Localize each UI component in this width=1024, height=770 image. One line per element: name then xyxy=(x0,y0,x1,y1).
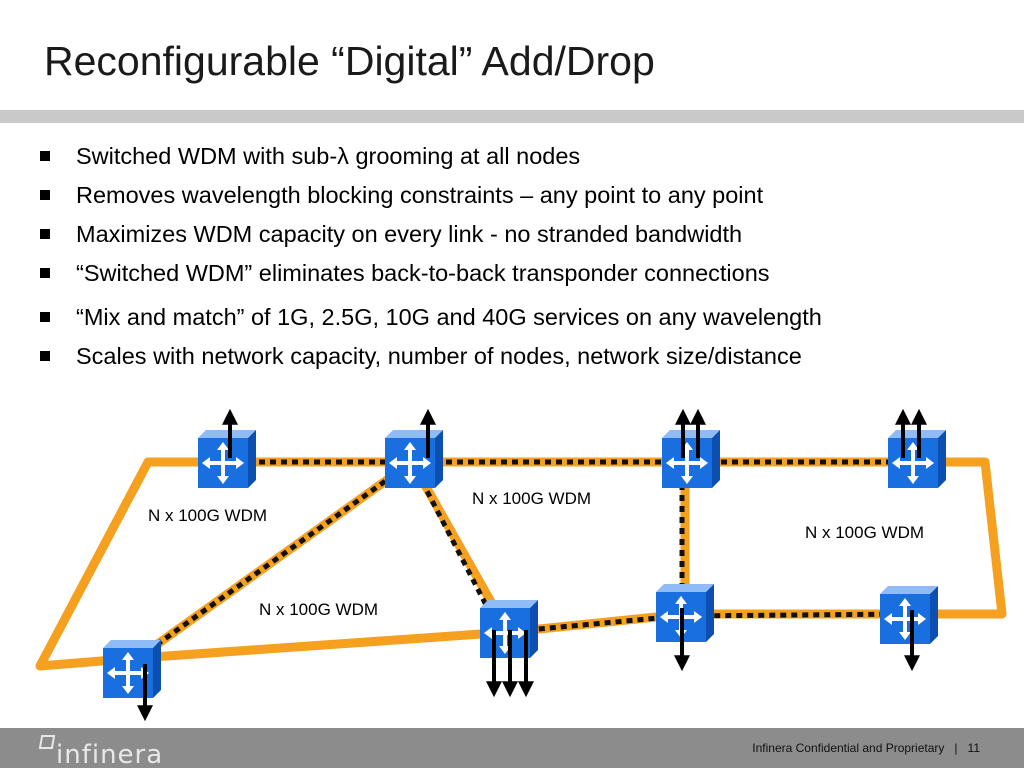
logo-mark-icon xyxy=(38,735,56,749)
bullet-item: “Switched WDM” eliminates back-to-back t… xyxy=(38,255,822,294)
bullet-text: Removes wavelength blocking constraints … xyxy=(76,182,764,208)
add-drop-arrows xyxy=(137,408,927,722)
bullet-item: Switched WDM with sub-λ grooming at all … xyxy=(38,138,822,177)
link-label: N x 100G WDM xyxy=(148,506,267,525)
footer-text: Infinera Confidential and Proprietary | 11 xyxy=(752,741,980,755)
bullet-text: “Switched WDM” eliminates back-to-back t… xyxy=(76,260,770,286)
link-label: N x 100G WDM xyxy=(259,600,378,619)
link-label: N x 100G WDM xyxy=(472,489,591,508)
page-number: 11 xyxy=(967,741,980,755)
infinera-logo: infinera xyxy=(38,735,164,770)
bullet-text: Maximizes WDM capacity on every link - n… xyxy=(76,221,743,247)
network-node xyxy=(654,582,716,644)
bullet-list: Switched WDM with sub-λ grooming at all … xyxy=(38,138,822,377)
bullet-item: Scales with network capacity, number of … xyxy=(38,338,822,377)
bullet-item: “Mix and match” of 1G, 2.5G, 10G and 40G… xyxy=(38,299,822,338)
bullet-square-icon xyxy=(40,351,50,361)
network-node xyxy=(101,638,163,700)
network-diagram: N x 100G WDM N x 100G WDM N x 100G WDM N… xyxy=(35,408,1007,722)
confidential-notice: Infinera Confidential and Proprietary xyxy=(752,741,945,755)
bullet-item: Removes wavelength blocking constraints … xyxy=(38,177,822,216)
bullet-square-icon xyxy=(40,151,50,161)
bullet-square-icon xyxy=(40,312,50,322)
link-label: N x 100G WDM xyxy=(805,523,924,542)
bullet-square-icon xyxy=(40,229,50,239)
network-node xyxy=(196,428,258,490)
footer-separator: | xyxy=(954,741,958,755)
logo-text: infinera xyxy=(56,740,164,770)
footer-bar: infinera Infinera Confidential and Propr… xyxy=(0,728,1024,770)
bullet-text: Scales with network capacity, number of … xyxy=(76,343,802,369)
bullet-text: “Mix and match” of 1G, 2.5G, 10G and 40G… xyxy=(76,304,822,330)
network-node xyxy=(878,584,940,646)
bullet-square-icon xyxy=(40,268,50,278)
network-node xyxy=(383,428,445,490)
title-divider xyxy=(0,110,1024,123)
slide-title: Reconfigurable “Digital” Add/Drop xyxy=(44,38,655,84)
bullet-text: Switched WDM with sub-λ grooming at all … xyxy=(76,143,581,169)
bullet-item: Maximizes WDM capacity on every link - n… xyxy=(38,216,822,255)
network-node xyxy=(660,428,722,490)
bullet-square-icon xyxy=(40,190,50,200)
